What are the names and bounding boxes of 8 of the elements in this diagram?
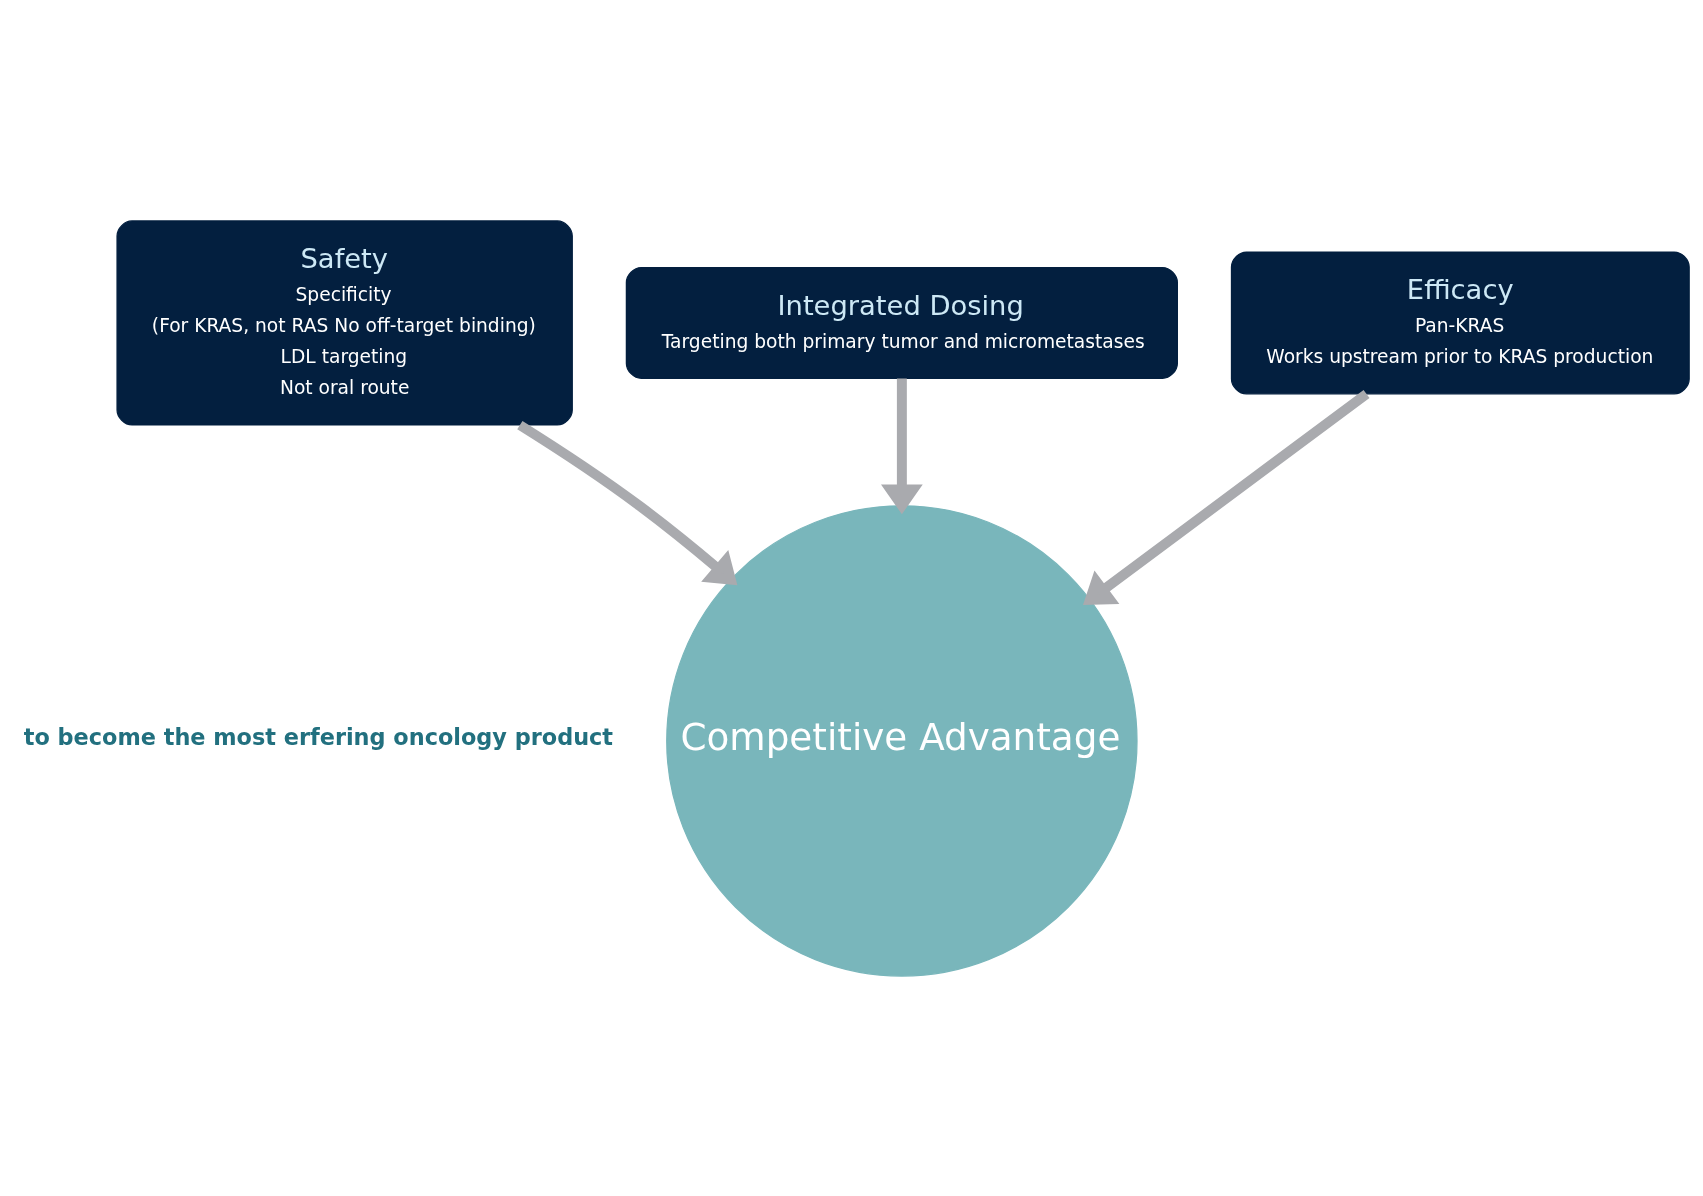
label: to become the most erfering oncology product bbox=[23, 723, 614, 750]
node-circle: Competitive Advantage bbox=[666, 504, 1138, 977]
arrow bbox=[517, 420, 738, 585]
node-box: Integrated Dosing Targeting both primary tumor and micrometastases bbox=[625, 266, 1178, 379]
node-box: Safety Specificity (For KRAS, not RAS No off-target binding) LDL targeting Not oral route bbox=[116, 219, 573, 426]
node-box: Efficacy Pan-KRAS Works upstream prior to KRAS production bbox=[1230, 250, 1690, 394]
arrow bbox=[881, 378, 923, 514]
arrow bbox=[1083, 389, 1370, 605]
